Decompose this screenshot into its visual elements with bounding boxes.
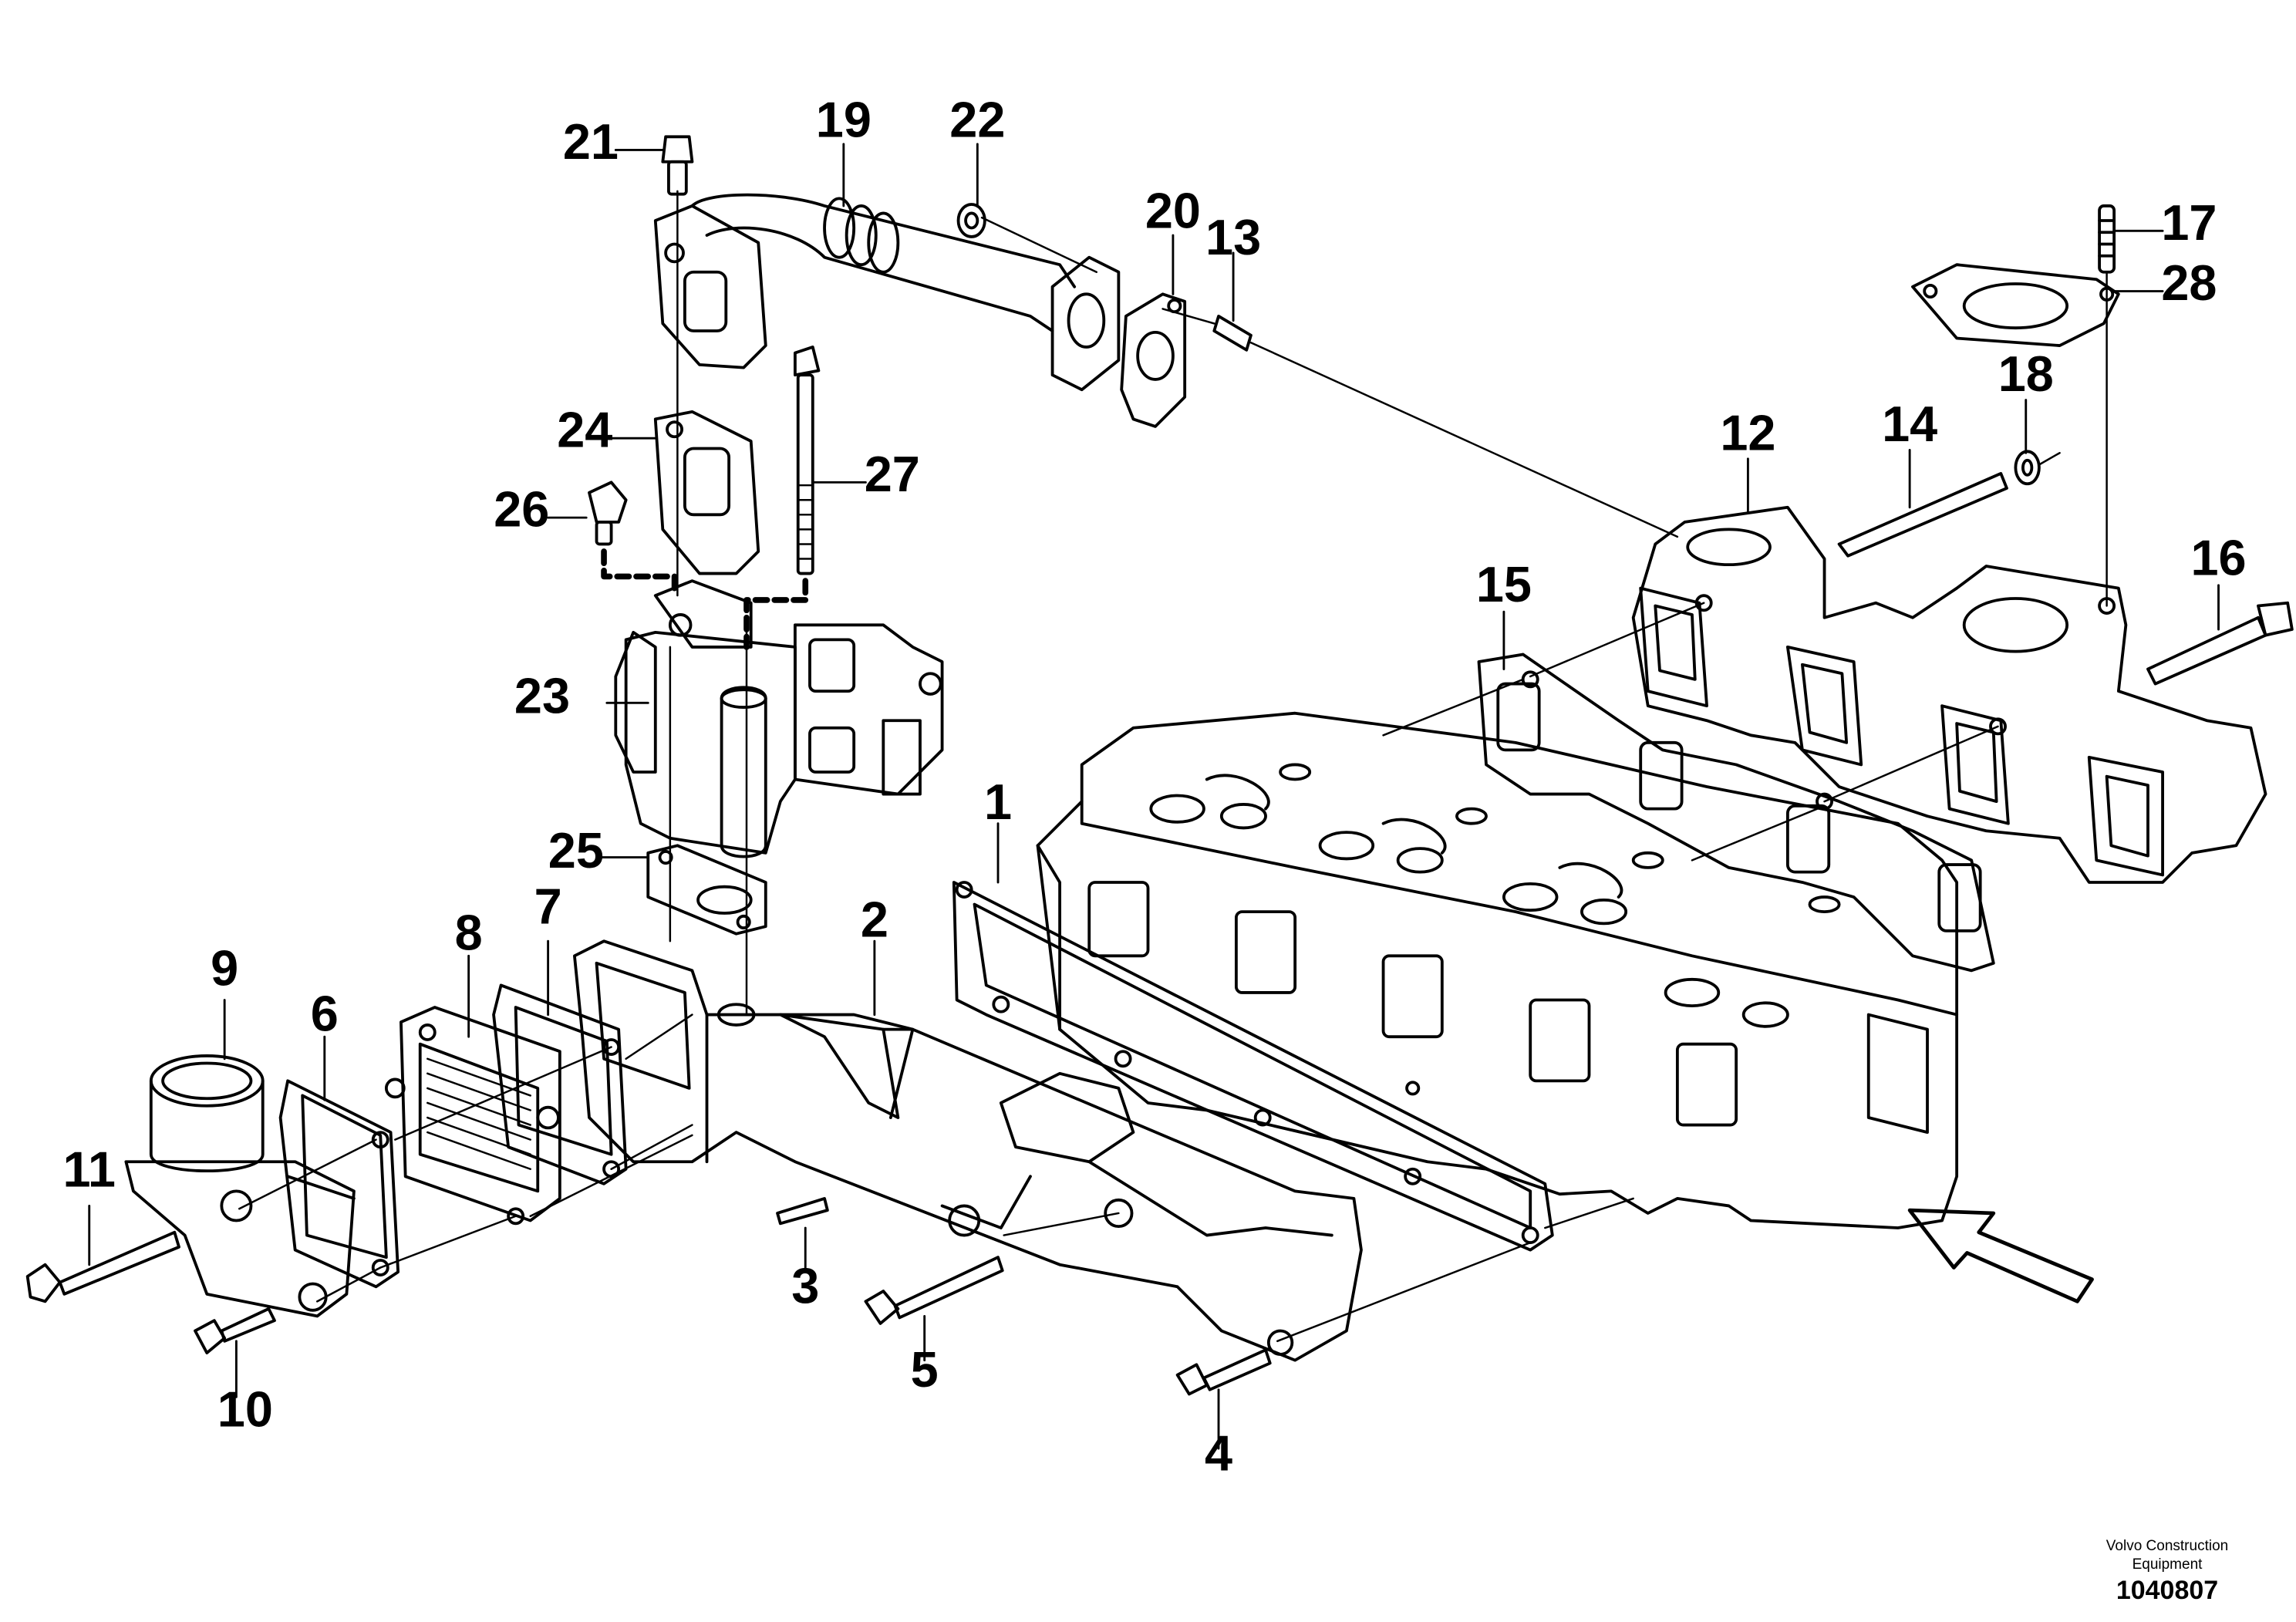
dashed-connection-lines <box>601 548 809 650</box>
callout-3: 3 <box>791 1257 819 1313</box>
leader-lines <box>88 143 2220 1450</box>
callout-13: 13 <box>1205 209 1261 265</box>
inlet-gasket <box>278 1079 400 1289</box>
long-bolt <box>2146 601 2294 686</box>
callout-19: 19 <box>816 91 872 147</box>
callout-11: 11 <box>62 1141 116 1198</box>
callout-12: 12 <box>1720 404 1775 460</box>
intercooler-element <box>384 1006 561 1226</box>
callout-27: 27 <box>865 446 920 502</box>
callout-24: 24 <box>557 402 612 458</box>
callout-1: 1 <box>984 774 1012 830</box>
callout-6: 6 <box>311 986 339 1042</box>
egr-upper-gasket <box>653 410 760 575</box>
inlet-elbow <box>124 1054 356 1318</box>
callout-28: 28 <box>2161 255 2217 311</box>
front-direction-arrow <box>1907 1208 2094 1303</box>
egr-lower-gasket <box>646 844 767 936</box>
cylinder-head <box>1036 711 1959 1229</box>
callout-labels: 1 2 3 4 5 6 7 8 9 10 11 12 13 14 15 16 1… <box>62 91 2246 1481</box>
assembly-lines <box>238 190 2108 1343</box>
egr-pipe-gasket <box>1120 292 1187 428</box>
callout-10: 10 <box>217 1381 273 1437</box>
long-bolt <box>25 1230 180 1303</box>
brand-line-2: Equipment <box>2132 1556 2203 1573</box>
flange-bolt <box>661 135 694 196</box>
stud <box>1212 315 1253 352</box>
callout-26: 26 <box>494 481 549 538</box>
bolt <box>1175 1348 1272 1396</box>
callout-20: 20 <box>1145 183 1201 239</box>
bolt <box>194 1307 276 1354</box>
washer <box>2014 450 2041 486</box>
callout-17: 17 <box>2161 194 2217 251</box>
stud <box>2098 204 2116 274</box>
callout-22: 22 <box>949 91 1005 147</box>
long-bolt <box>864 1256 1004 1325</box>
callout-2: 2 <box>861 892 888 948</box>
brand-line-1: Volvo Construction <box>2106 1538 2229 1554</box>
nut <box>956 203 986 238</box>
callout-25: 25 <box>548 822 604 878</box>
callout-15: 15 <box>1476 556 1532 612</box>
long-bolt <box>794 346 821 575</box>
intake-manifold <box>573 939 1363 1362</box>
bolt <box>588 481 628 546</box>
callout-14: 14 <box>1882 396 1937 452</box>
egr-valve <box>614 579 944 858</box>
callout-9: 9 <box>211 939 238 996</box>
brand-caption: Volvo Construction Equipment <box>2082 1537 2252 1574</box>
callout-16: 16 <box>2190 529 2246 585</box>
exhaust-manifold <box>1631 505 2267 884</box>
stud <box>776 1196 829 1226</box>
callout-7: 7 <box>534 878 562 934</box>
callout-23: 23 <box>514 668 570 724</box>
callout-4: 4 <box>1205 1425 1232 1482</box>
callout-5: 5 <box>911 1341 939 1398</box>
long-bolt <box>1837 472 2008 558</box>
intake-manifold-gasket <box>952 881 1554 1252</box>
turbo-flange-gasket <box>1911 263 2120 347</box>
callout-21: 21 <box>563 113 619 170</box>
drawing-number: 1040807 <box>2116 1576 2219 1605</box>
callout-18: 18 <box>1998 346 2054 402</box>
callout-8: 8 <box>455 905 483 961</box>
exhaust-manifold-gasket <box>1477 653 1995 973</box>
egr-pipe <box>653 193 1121 392</box>
